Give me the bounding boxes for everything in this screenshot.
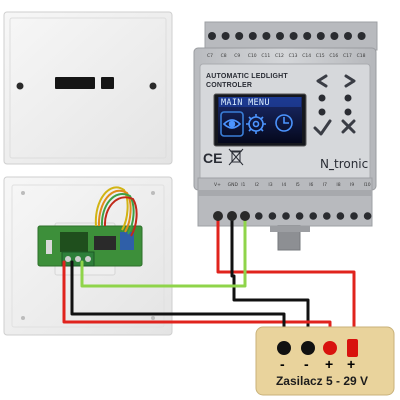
psu-terminal-plus-1[interactable] xyxy=(323,341,337,355)
bottom-terminal-screw[interactable] xyxy=(295,212,304,220)
psu-sign-minus-1: - xyxy=(280,356,285,372)
bottom-terminal-label: I6 xyxy=(309,183,314,188)
screw-left xyxy=(16,82,24,90)
bottom-terminal-screw[interactable] xyxy=(254,212,263,220)
bottom-terminal-label: I1 xyxy=(241,183,246,188)
bottom-terminal-screw[interactable] xyxy=(309,212,318,220)
top-terminal-label: C14 xyxy=(302,54,312,59)
top-terminal-screw[interactable] xyxy=(221,32,230,40)
top-terminal-label: C12 xyxy=(275,54,284,59)
brand-logo: N_tronic xyxy=(320,157,369,171)
gear-icon xyxy=(246,114,266,134)
top-terminal-label: C11 xyxy=(261,54,271,59)
top-terminal-screw[interactable] xyxy=(316,32,325,40)
wall-plate-front xyxy=(3,11,173,165)
bottom-terminal-label: I10 xyxy=(363,183,371,188)
bottom-terminal-screw[interactable] xyxy=(323,212,331,220)
psu-sign-minus-2: - xyxy=(304,356,309,372)
chevron-right-icon[interactable] xyxy=(344,74,356,88)
top-terminal-label: C16 xyxy=(329,54,339,59)
bottom-terminal-label: V+ xyxy=(214,183,221,188)
bottom-terminal-label: I2 xyxy=(254,183,259,188)
top-terminal-label: C10 xyxy=(247,54,257,59)
bottom-terminal-label: I5 xyxy=(295,183,300,188)
wire-green-signal xyxy=(80,216,247,288)
psu-terminal-minus-1[interactable] xyxy=(277,341,291,355)
psu-sign-plus-1: + xyxy=(325,356,334,372)
top-terminal-screw[interactable] xyxy=(248,32,257,40)
bottom-terminal-label: I9 xyxy=(350,183,355,188)
top-terminal-label: C9 xyxy=(234,54,241,59)
top-terminal-label: C18 xyxy=(356,54,366,59)
sensor-ribbon-wires xyxy=(94,186,138,237)
bottom-terminal-label: I8 xyxy=(336,183,341,188)
ce-mark: CE xyxy=(203,150,223,166)
bottom-terminal-screw[interactable] xyxy=(363,212,372,220)
top-terminal-screw[interactable] xyxy=(262,32,271,40)
button-dot[interactable] xyxy=(344,94,352,102)
top-terminal-screw[interactable] xyxy=(208,32,216,40)
top-terminal-screw[interactable] xyxy=(303,32,312,40)
sensor-pcb xyxy=(37,225,143,267)
psu-terminal-minus-2[interactable] xyxy=(301,341,315,355)
controller-title-line2: CONTROLER xyxy=(206,82,253,89)
clock-icon xyxy=(275,114,293,132)
brand-suffix: tronic xyxy=(333,157,369,171)
psu-sign-plus-2: + xyxy=(347,356,356,372)
bottom-terminal-screw[interactable] xyxy=(350,212,358,220)
psu-terminal-plus-2[interactable] xyxy=(347,339,358,357)
top-terminal-screws xyxy=(208,32,366,40)
wall-plate-slot xyxy=(55,77,95,89)
button-dot[interactable] xyxy=(344,108,352,116)
bottom-terminal-screw[interactable] xyxy=(282,212,290,220)
wall-plate-button xyxy=(101,77,114,89)
bottom-terminal-screw[interactable] xyxy=(268,212,277,220)
top-terminal-label: C7 xyxy=(207,54,214,59)
chevron-left-icon[interactable] xyxy=(316,74,328,88)
top-terminal-screw[interactable] xyxy=(289,32,298,40)
screen-menu-title: MAIN MENU xyxy=(221,98,270,108)
button-dot[interactable] xyxy=(318,94,326,102)
top-terminal-label: C15 xyxy=(315,54,325,59)
check-icon[interactable] xyxy=(313,119,332,136)
screw-right xyxy=(149,82,157,90)
top-terminal-label: C13 xyxy=(288,54,298,59)
top-terminal-label: C8 xyxy=(220,54,227,59)
brand-prefix: N xyxy=(320,157,329,171)
wire-terminal-sockets xyxy=(213,211,250,221)
bottom-terminal-label: I3 xyxy=(268,183,273,188)
top-terminal-screw[interactable] xyxy=(235,32,244,40)
top-terminal-screw[interactable] xyxy=(276,32,284,40)
top-terminal-label: C17 xyxy=(343,54,352,59)
power-supply-label: Zasilacz 5 - 29 V xyxy=(275,374,369,388)
button-dot[interactable] xyxy=(318,108,326,116)
top-terminal-screw[interactable] xyxy=(344,32,352,40)
x-icon[interactable] xyxy=(341,119,356,134)
wire-red-controller xyxy=(216,216,356,352)
nav-buttons xyxy=(313,74,356,136)
weee-bin-icon xyxy=(228,148,244,166)
bottom-terminal-label: GND xyxy=(227,183,238,188)
bottom-terminal-screw[interactable] xyxy=(336,212,345,220)
controller-title-line1: AUTOMATIC LEDLIGHT xyxy=(206,73,288,80)
controller-title: AUTOMATIC LEDLIGHT CONTROLER xyxy=(206,72,306,90)
wire-black-controller xyxy=(230,216,310,350)
eye-icon xyxy=(220,111,244,137)
bottom-terminal-label: I4 xyxy=(282,183,287,188)
top-terminal-screw[interactable] xyxy=(357,32,366,40)
bottom-terminal-label: I7 xyxy=(322,183,327,188)
top-terminal-screw[interactable] xyxy=(330,32,339,40)
power-supply-panel xyxy=(255,326,395,396)
